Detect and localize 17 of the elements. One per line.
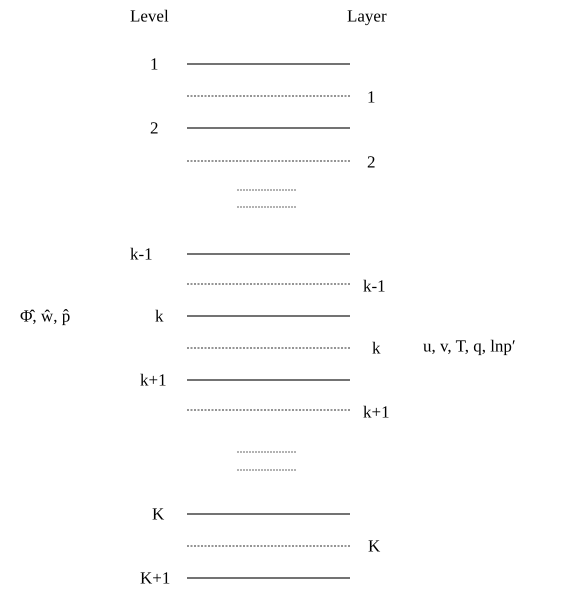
axis-label: k+1 (363, 404, 390, 420)
axis-label: k (155, 308, 164, 324)
axis-label: 2 (150, 120, 158, 136)
axis-label: K (368, 538, 380, 554)
axis-label: u, v, T, q, lnp′ (423, 338, 516, 354)
axis-label: k-1 (363, 278, 386, 294)
axis-label: Level (130, 8, 169, 24)
axis-label: 2 (367, 154, 376, 170)
axis-label: k (372, 340, 380, 356)
axis-label: 1 (150, 56, 158, 72)
axis-label: 1 (367, 88, 376, 106)
axis-label: Layer (347, 8, 387, 24)
axis-label: K (152, 506, 164, 522)
axis-label: k-1 (130, 246, 153, 262)
axis-label: Φ̂, ŵ, p̂ (20, 308, 70, 324)
axis-label: k+1 (140, 372, 167, 388)
axis-label: K+1 (140, 570, 170, 586)
